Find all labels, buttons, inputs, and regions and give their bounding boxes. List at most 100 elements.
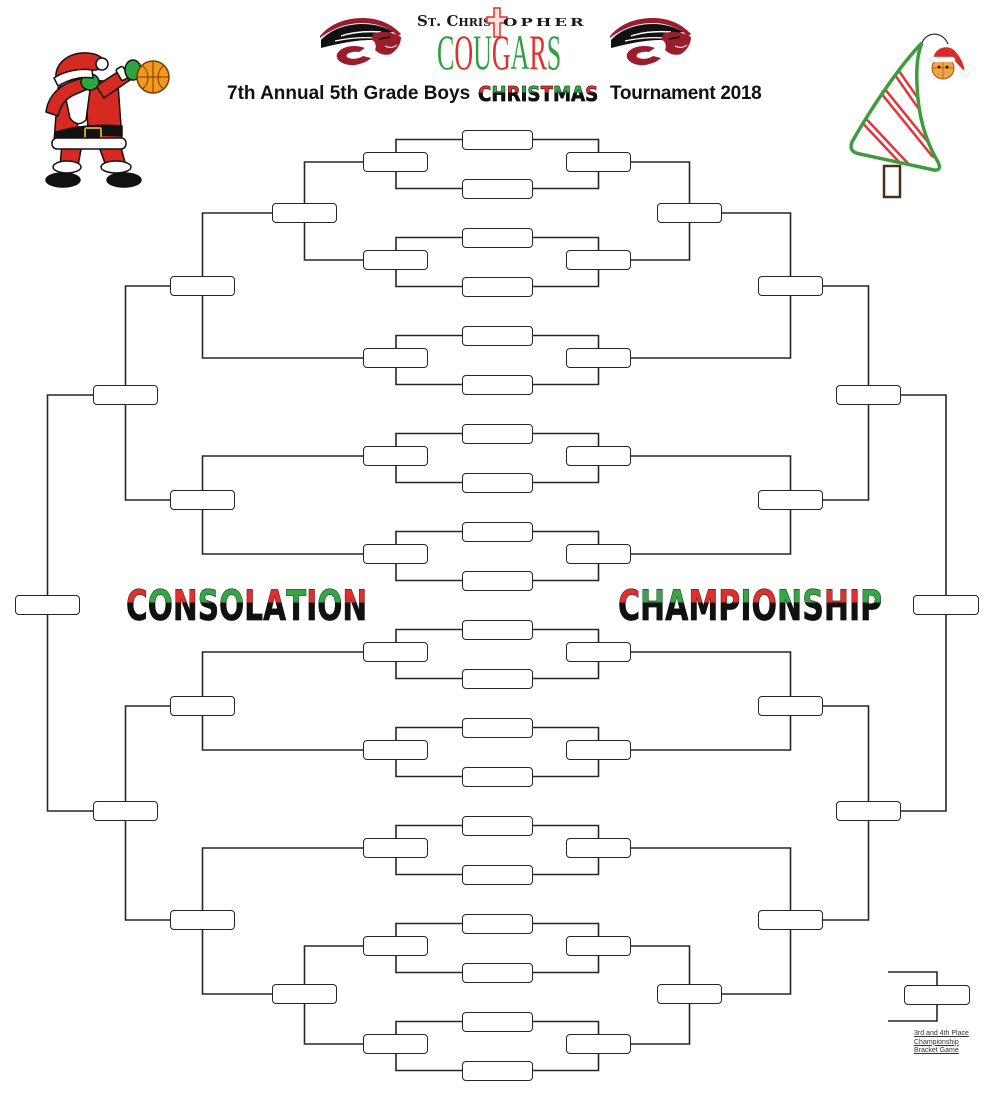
first-round-slot-17[interactable] <box>462 913 533 934</box>
championship-round2-slot-5[interactable] <box>566 544 631 564</box>
consolation-round3-slot-2[interactable] <box>272 984 337 1004</box>
championship-round3-slot-2[interactable] <box>657 984 722 1004</box>
first-round-slot-2[interactable] <box>462 178 533 199</box>
letter: H <box>640 581 666 630</box>
first-round-slot-11[interactable] <box>462 619 533 640</box>
championship-round2-slot-3[interactable] <box>566 348 631 368</box>
consolation-round2-slot-5[interactable] <box>363 544 428 564</box>
third-place-game-slot[interactable] <box>904 985 970 1005</box>
first-round-slot-12[interactable] <box>462 668 533 689</box>
letter: S <box>546 24 562 80</box>
letter: I <box>740 581 752 630</box>
championship-quarterfinal-slot-4[interactable] <box>758 910 823 930</box>
letter: S <box>585 82 599 106</box>
first-round-slot-14[interactable] <box>462 766 533 787</box>
championship-round2-slot-7[interactable] <box>566 740 631 760</box>
letter: A <box>665 581 689 630</box>
first-round-slot-13[interactable] <box>462 717 533 738</box>
first-round-slot-5[interactable] <box>462 325 533 346</box>
dabbing-santa-icon <box>45 52 170 188</box>
letter: A <box>263 581 287 630</box>
championship-round2-slot-1[interactable] <box>566 152 631 172</box>
letter: O <box>751 581 778 630</box>
letter: C <box>478 82 492 106</box>
mascot-name: COUGARS <box>437 27 561 77</box>
championship-final-slot[interactable] <box>913 595 979 615</box>
first-round-slot-18[interactable] <box>462 962 533 983</box>
championship-semifinal-slot-2[interactable] <box>836 801 901 821</box>
letter: P <box>860 581 883 630</box>
consolation-semifinal-slot-1[interactable] <box>93 385 158 405</box>
letter: A <box>571 82 586 106</box>
cross-icon <box>486 7 508 38</box>
letter: U <box>473 24 492 80</box>
championship-semifinal-slot-1[interactable] <box>836 385 901 405</box>
consolation-round2-slot-10[interactable] <box>363 1034 428 1054</box>
letter: C <box>126 581 148 630</box>
first-round-slot-15[interactable] <box>462 815 533 836</box>
championship-round2-slot-10[interactable] <box>566 1034 631 1054</box>
letter: R <box>506 82 521 106</box>
first-round-slot-6[interactable] <box>462 374 533 395</box>
letter: M <box>552 82 572 106</box>
championship-round2-slot-8[interactable] <box>566 838 631 858</box>
letter: O <box>317 581 343 630</box>
first-round-slot-3[interactable] <box>462 227 533 248</box>
consolation-round2-slot-6[interactable] <box>363 642 428 662</box>
consolation-quarterfinal-slot-1[interactable] <box>170 276 235 296</box>
championship-round2-slot-2[interactable] <box>566 250 631 270</box>
championship-quarterfinal-slot-1[interactable] <box>758 276 823 296</box>
letter: S <box>802 581 824 630</box>
championship-round2-slot-4[interactable] <box>566 446 631 466</box>
consolation-quarterfinal-slot-2[interactable] <box>170 490 235 510</box>
consolation-round2-slot-8[interactable] <box>363 838 428 858</box>
championship-quarterfinal-slot-2[interactable] <box>758 490 823 510</box>
tournament-title-part1: 7th Annual 5th Grade Boys <box>227 83 471 104</box>
championship-round2-slot-6[interactable] <box>566 642 631 662</box>
letter: O <box>219 581 245 630</box>
consolation-final-slot[interactable] <box>15 595 80 615</box>
consolation-round2-slot-4[interactable] <box>363 446 428 466</box>
letter: A <box>510 24 530 80</box>
championship-quarterfinal-slot-3[interactable] <box>758 696 823 716</box>
consolation-quarterfinal-slot-4[interactable] <box>170 910 235 930</box>
championship-round3-slot-1[interactable] <box>657 203 722 223</box>
consolation-round2-slot-9[interactable] <box>363 936 428 956</box>
school-name-part1: St. Chris <box>417 12 492 31</box>
letter: I <box>520 82 528 106</box>
first-round-slot-4[interactable] <box>462 276 533 297</box>
letter: G <box>491 24 511 80</box>
letter: O <box>147 581 174 630</box>
first-round-slot-1[interactable] <box>462 129 533 150</box>
third-place-label-line-3: Bracket Game <box>914 1047 959 1054</box>
letter: R <box>529 24 547 80</box>
championship-banner: CHAMPIONSHIP <box>618 581 883 630</box>
consolation-round2-slot-2[interactable] <box>363 250 428 270</box>
first-round-slot-7[interactable] <box>462 423 533 444</box>
first-round-slot-10[interactable] <box>462 570 533 591</box>
letter: S <box>197 581 220 630</box>
letter: H <box>823 581 849 630</box>
first-round-slot-19[interactable] <box>462 1011 533 1032</box>
first-round-slot-20[interactable] <box>462 1060 533 1081</box>
first-round-slot-8[interactable] <box>462 472 533 493</box>
first-round-slot-16[interactable] <box>462 864 533 885</box>
consolation-round2-slot-3[interactable] <box>363 348 428 368</box>
letter: T <box>286 581 307 630</box>
first-round-slot-9[interactable] <box>462 521 533 542</box>
consolation-round3-slot-1[interactable] <box>272 203 337 223</box>
tournament-title-christmas: CHRISTMAS <box>478 82 599 106</box>
consolation-semifinal-slot-2[interactable] <box>93 801 158 821</box>
consolation-round2-slot-7[interactable] <box>363 740 428 760</box>
consolation-round2-slot-1[interactable] <box>363 152 428 172</box>
letter: N <box>172 581 198 630</box>
letter: T <box>540 82 553 106</box>
letter: L <box>244 581 264 630</box>
letter: M <box>688 581 719 630</box>
championship-round2-slot-9[interactable] <box>566 936 631 956</box>
consolation-quarterfinal-slot-3[interactable] <box>170 696 235 716</box>
letter: N <box>342 581 368 630</box>
letter: C <box>437 24 455 80</box>
consolation-banner: CONSOLATION <box>126 581 368 630</box>
